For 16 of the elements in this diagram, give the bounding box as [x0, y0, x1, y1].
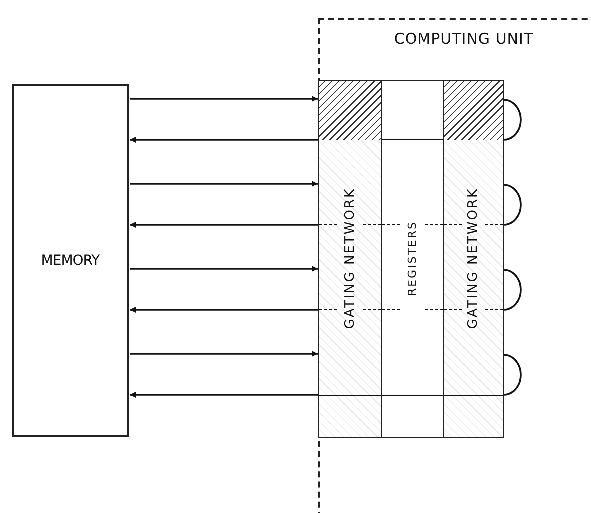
arrow: [130, 392, 318, 398]
unit-title: COMPUTING UNIT: [393, 30, 535, 48]
arrow: [130, 181, 318, 187]
gating-network-column: [443, 80, 504, 438]
arrow: [130, 96, 318, 102]
memory-box: MEMORY: [12, 84, 129, 437]
column-label: GATING NETWORK: [466, 188, 481, 330]
gating-network-column: [318, 80, 382, 438]
arrow: [130, 137, 318, 143]
arrow: [130, 351, 318, 357]
arrow: [130, 222, 318, 228]
arrow: [130, 266, 318, 272]
column-label: REGISTERS: [406, 221, 419, 297]
arrow: [130, 307, 318, 313]
column-label: GATING NETWORK: [342, 188, 358, 330]
registers-column: [381, 80, 444, 438]
